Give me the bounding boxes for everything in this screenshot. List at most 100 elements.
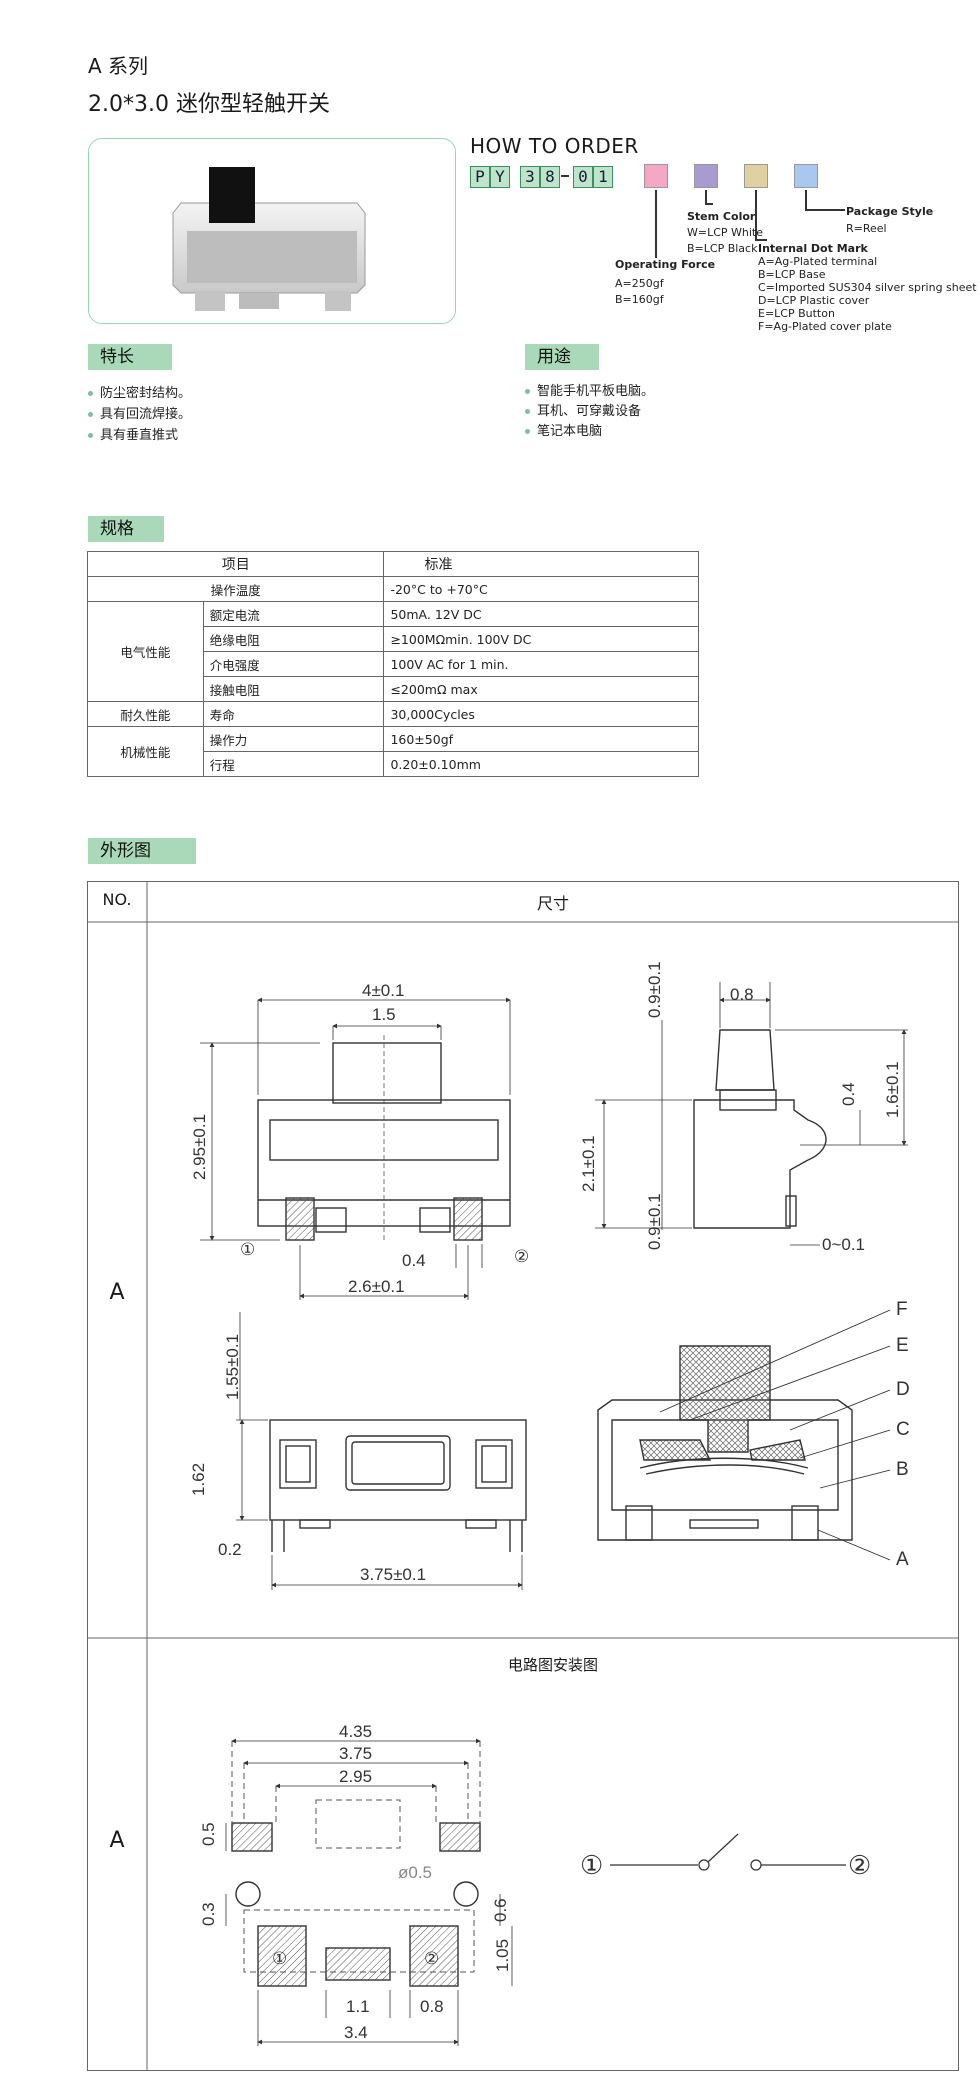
callout-label: D: [896, 1379, 910, 1400]
dot-mark-item: C=Imported SUS304 silver spring sheet: [758, 281, 977, 294]
dim-label: 1.62: [189, 1463, 208, 1496]
dim-label: 1.5: [372, 1005, 396, 1024]
dim-label: 2.6±0.1: [348, 1277, 405, 1296]
usage-item: 笔记本电脑: [525, 420, 654, 440]
leader-line: [705, 190, 707, 204]
dot-mark-title: Internal Dot Mark: [758, 242, 868, 255]
dim-label: 0.8: [420, 1997, 444, 2016]
dim-label: 2.95: [339, 1767, 372, 1786]
dim-label: 0.6: [491, 1898, 510, 1922]
stem-color-item: W=LCP White: [687, 226, 764, 239]
pin-label: ①: [272, 1949, 287, 1968]
code-char: Y: [490, 166, 510, 188]
table-row: 绝缘电阻 ≥100MΩmin. 100V DC: [88, 626, 699, 652]
stem-color-block: Stem Color W=LCP White B=LCP Black: [687, 210, 763, 255]
dim-label: 1.1: [346, 1997, 370, 2016]
circuit-pin-2: ②: [848, 1850, 871, 1880]
usage-item: 耳机、可穿戴设备: [525, 400, 654, 420]
leader-line: [805, 190, 807, 210]
callout-label: E: [896, 1335, 909, 1356]
swatch-package: [794, 164, 818, 188]
side-view-drawing: [693, 1029, 827, 1229]
dot-mark-item: B=LCP Base: [758, 268, 826, 281]
callout-label: C: [896, 1419, 910, 1440]
usage-title: 用途: [525, 344, 599, 370]
code-char: 8: [540, 166, 560, 188]
table-row: 行程 0.20±0.10mm: [88, 751, 699, 777]
dim-label: 0.4: [839, 1082, 858, 1106]
leader-line: [655, 190, 657, 258]
features-item: 具有垂直推式: [88, 424, 191, 445]
spec-item: 行程: [202, 751, 385, 777]
pin-label: ②: [424, 1949, 439, 1968]
callout-label: A: [896, 1549, 909, 1570]
dim-label: 0.9±0.1: [645, 1193, 664, 1250]
spec-item: 接触电阻: [202, 676, 385, 702]
dim-label: 1.55±0.1: [223, 1334, 242, 1400]
code-dash: [561, 175, 569, 177]
spec-value: ≤200mΩ max: [383, 676, 699, 702]
dim-label: 0.9±0.1: [645, 961, 664, 1018]
dim-label: 2.95±0.1: [190, 1114, 209, 1180]
dim-label: 1.05: [493, 1939, 512, 1972]
stem-color-title: Stem Color: [687, 210, 756, 223]
product-subtitle: 2.0*3.0 迷你型轻触开关: [88, 92, 330, 117]
circuit-title: 电路图安装图: [507, 1656, 598, 1674]
package-style-item: R=Reel: [846, 222, 887, 235]
callout-label: F: [896, 1299, 908, 1320]
dot-mark-item: E=LCP Button: [758, 307, 835, 320]
features-item: 防尘密封结构。: [88, 382, 191, 403]
usage-item: 智能手机平板电脑。: [525, 380, 654, 400]
package-style-block: Package Style R=Reel: [846, 205, 933, 235]
spec-title: 规格: [88, 516, 164, 542]
operating-force-block: Operating Force A=250gf B=160gf: [615, 258, 715, 306]
dot-mark-block: Internal Dot Mark A=Ag-Plated terminal B…: [758, 242, 977, 333]
dim-label: 3.75: [339, 1744, 372, 1763]
spec-item: 操作力: [202, 726, 385, 752]
outline-title: 外形图: [88, 838, 196, 864]
dim-label: 0.8: [730, 985, 754, 1004]
operating-force-item: B=160gf: [615, 293, 664, 306]
stem-color-item: B=LCP Black: [687, 242, 758, 255]
dim-label: 0.4: [402, 1251, 426, 1270]
bottom-view-drawing: [269, 1419, 527, 1552]
code-char: 0: [573, 166, 593, 188]
circuit-diagram: [610, 1833, 846, 1871]
dim-label: 0.3: [199, 1902, 218, 1926]
features-item: 具有回流焊接。: [88, 403, 191, 424]
spec-item: 操作温度: [86, 576, 385, 602]
how-to-order-title: HOW TO ORDER: [470, 134, 639, 158]
dim-label: 0.5: [199, 1822, 218, 1846]
spec-group: 耐久性能: [87, 701, 204, 727]
swatch-operating-force: [644, 164, 668, 188]
spec-table: 项目 标准 操作温度 -20°C to +70°C 电气性能 额定电流 50mA…: [86, 551, 699, 777]
features-title: 特长: [88, 344, 172, 370]
pcb-layout-drawing: [231, 1822, 481, 1987]
features-list: 防尘密封结构。 具有回流焊接。 具有垂直推式: [88, 382, 191, 445]
leader-line: [755, 239, 767, 241]
series-title: A 系列: [88, 54, 149, 78]
outline-row-no: A: [109, 1280, 125, 1305]
spec-value: 0.20±0.10mm: [383, 751, 699, 777]
operating-force-item: A=250gf: [615, 277, 664, 290]
dot-mark-item: F=Ag-Plated cover plate: [758, 320, 892, 333]
spec-header-item: 项目: [86, 551, 385, 577]
dim-label: 1.6±0.1: [883, 1061, 902, 1118]
swatch-dot-mark: [744, 164, 768, 188]
spec-item: 额定电流: [202, 601, 385, 627]
leader-line: [755, 190, 757, 240]
outline-row-no: A: [109, 1828, 125, 1853]
code-char: 3: [520, 166, 540, 188]
spec-value: ≥100MΩmin. 100V DC: [383, 626, 699, 652]
outline-col-no: NO.: [102, 890, 132, 909]
product-photo-frame: [88, 138, 456, 324]
table-row: 项目 标准: [86, 551, 699, 577]
spec-item: 绝缘电阻: [202, 626, 385, 652]
spec-header-standard: 标准: [383, 551, 699, 577]
callout-label: B: [896, 1459, 909, 1480]
code-char: P: [470, 166, 490, 188]
dim-label: 3.75±0.1: [360, 1565, 426, 1584]
spec-item: 寿命: [202, 701, 385, 727]
dim-label: 4.35: [339, 1722, 372, 1741]
